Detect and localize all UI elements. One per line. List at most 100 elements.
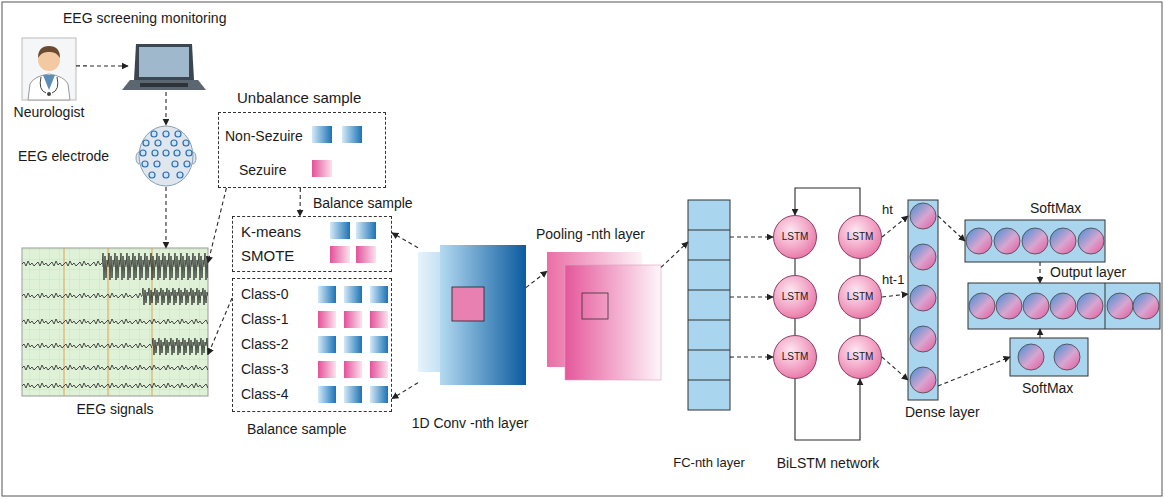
node-label: EEG electrode [18, 148, 109, 164]
sample-swatch [344, 336, 362, 353]
laptop-icon: EEG screening monitoring [128, 42, 198, 92]
node-label: EEG screening monitoring [63, 10, 226, 26]
connector-arrow [1039, 262, 1040, 283]
node-label: SoftMax [1030, 200, 1081, 216]
node-label: Dense layer [905, 404, 980, 420]
fc-layer: FC-nth layer [688, 200, 730, 410]
lstm-cell: LSTM [773, 215, 817, 259]
eeg-spike [102, 249, 208, 283]
sample-swatch [370, 361, 388, 378]
lstm-cell: LSTM [838, 275, 882, 319]
sample-swatch [318, 361, 336, 378]
neuron [910, 203, 936, 229]
pool-window [582, 293, 608, 319]
neuron [994, 228, 1020, 254]
head-outline [139, 126, 193, 186]
node-label: 1D Conv -nth layer [412, 415, 529, 431]
sample-swatch [370, 386, 388, 403]
node-label: Class-2 [241, 336, 288, 352]
neuron [910, 367, 936, 393]
softmax-bar [965, 220, 1105, 262]
connector-arrow [165, 92, 166, 125]
network-label: BiLSTM network [777, 455, 880, 471]
stethoscope [47, 92, 51, 96]
neuron-group [1018, 344, 1080, 370]
sample-swatch [318, 286, 336, 303]
node-label: FC-nth layer [673, 456, 745, 471]
connector-arrow [938, 216, 965, 241]
neurologist-icon: Neurologist [22, 38, 76, 100]
eeg-trace [22, 338, 152, 354]
sample-swatch [356, 222, 376, 239]
node-label: Non-Sezuire [225, 128, 303, 144]
eeg-paper [22, 248, 208, 396]
electrode [155, 140, 161, 146]
node-label: SMOTE [241, 247, 294, 264]
sample-swatch [330, 246, 350, 263]
stethoscope [40, 77, 58, 93]
sample-swatch [370, 336, 388, 353]
connector-arrow [661, 242, 688, 267]
electrode [186, 150, 192, 156]
connector-arrow [208, 188, 226, 263]
electrode [175, 131, 181, 137]
node-label: Sezuire [239, 162, 286, 178]
neuron [1050, 228, 1076, 254]
dense-column [908, 200, 938, 400]
sample-swatch [344, 311, 362, 328]
neuron [910, 244, 936, 270]
connector-arrow [730, 296, 773, 297]
laptop-display [139, 47, 189, 77]
fc-cell-line [688, 230, 730, 380]
electrode [163, 150, 169, 156]
connector-arrow [859, 259, 860, 275]
doctor-coat [28, 74, 70, 100]
electrode [163, 131, 169, 137]
connector-arrow [882, 216, 908, 237]
electrode [163, 172, 169, 178]
conv-kernel [452, 287, 484, 321]
neuron [1107, 293, 1133, 319]
neuron [1077, 293, 1103, 319]
electrode [140, 150, 146, 156]
node-label: Class-1 [241, 311, 288, 327]
connector-arrow [208, 298, 232, 354]
eeg-spike [142, 284, 208, 308]
connector-arrow [859, 319, 860, 335]
eeg-signal-panel: EEG signals [22, 248, 208, 396]
sample-swatch [370, 311, 388, 328]
electrode [154, 161, 160, 167]
conv-layer: 1D Conv -nth layer [418, 245, 526, 387]
node-label: LSTM [782, 291, 809, 303]
sample-swatch [330, 222, 350, 239]
node-label: LSTM [847, 351, 874, 363]
neuron [996, 293, 1022, 319]
node-label: LSTM [847, 291, 874, 303]
connector-arrow [165, 187, 166, 248]
node-label: Class-0 [241, 286, 288, 302]
node-label: Output layer [1050, 264, 1126, 280]
electrode [183, 140, 189, 146]
node-label: LSTM [782, 351, 809, 363]
connector-arrow [882, 294, 908, 297]
electrode-dots [140, 131, 192, 178]
neuron [910, 285, 936, 311]
electrode [172, 161, 178, 167]
neuron [1078, 228, 1104, 254]
laptop-base [122, 80, 206, 90]
output-divider [1105, 283, 1106, 329]
sample-swatch [342, 126, 362, 143]
connector-arrow [794, 319, 795, 335]
node-label: LSTM [782, 231, 809, 243]
node-label: Class-3 [241, 361, 288, 377]
sample-swatch [318, 311, 336, 328]
eeg-trace [22, 256, 102, 272]
neuron-group [966, 228, 1104, 254]
sample-swatch [318, 386, 336, 403]
electrode [171, 140, 177, 146]
electrode [143, 140, 149, 146]
eeg-trace [22, 288, 142, 304]
sample-swatch [312, 126, 332, 143]
